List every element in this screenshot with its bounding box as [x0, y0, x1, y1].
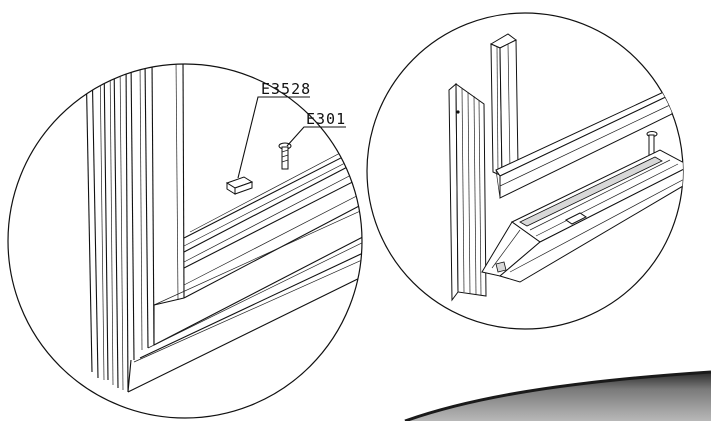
leader-lines — [237, 96, 346, 179]
detail-circle-left: E3528 E301 — [7, 63, 363, 419]
bottom-channel-part — [481, 149, 683, 283]
vertical-profile-part — [448, 82, 487, 302]
detail-circle-right — [366, 12, 684, 330]
vertical-frame-profile — [85, 64, 185, 393]
spacer-block — [225, 176, 254, 195]
callout-e301-label: E301 — [306, 110, 346, 128]
grey-banner-shape — [405, 372, 711, 421]
upright-profile-part — [489, 33, 519, 177]
callout-e3528-label: E3528 — [261, 80, 311, 98]
